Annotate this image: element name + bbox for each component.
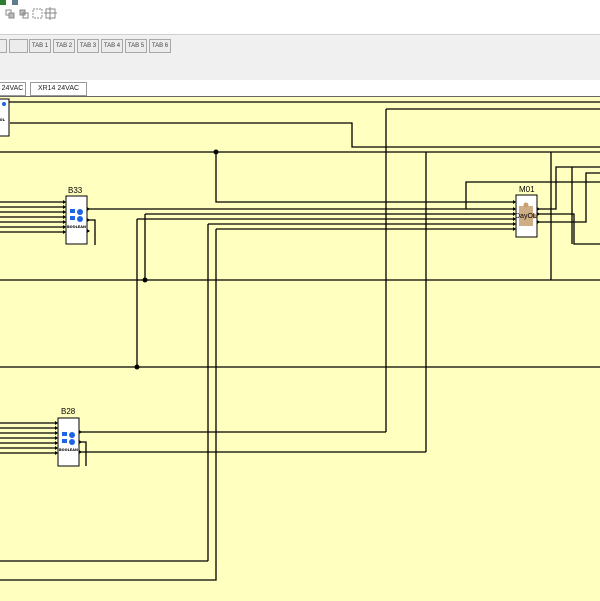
block-b28-inner: BOOLEAN — [59, 448, 78, 452]
device-tab-xr14[interactable]: XR14 24VAC — [30, 82, 87, 96]
block-b33[interactable]: B33 BOOLEAN — [65, 186, 90, 245]
wire — [0, 229, 217, 581]
svg-text:BOL: BOL — [0, 118, 6, 122]
top-toolbar — [0, 0, 600, 24]
puzzle-icon — [519, 202, 537, 226]
tab-partial-left[interactable] — [0, 39, 7, 53]
input-arrows — [55, 200, 66, 455]
junction-dot — [134, 364, 140, 370]
wire — [215, 152, 514, 203]
select-area-icon[interactable] — [32, 8, 43, 19]
boolean-icon — [70, 209, 83, 222]
wire — [10, 122, 600, 148]
device-tab-24vac[interactable]: 24VAC — [0, 82, 26, 96]
wire — [81, 441, 87, 466]
block-partial-top-left[interactable]: BOL — [0, 98, 10, 137]
block-m01-inner: DayOL — [515, 213, 537, 220]
tab-partial[interactable] — [9, 39, 28, 53]
tab-5[interactable]: TAB 5 — [125, 39, 147, 53]
block-b28-label: B28 — [61, 407, 76, 416]
tab-bar: TAB 1 TAB 2 TAB 3 TAB 4 TAB 5 TAB 6 — [0, 34, 600, 81]
wire — [89, 219, 96, 245]
wiring-diagram[interactable]: BOL B33 BOOLEAN B28 — [0, 97, 600, 601]
tab-6[interactable]: TAB 6 — [149, 39, 171, 53]
save-icon[interactable] — [12, 0, 18, 5]
wire — [465, 181, 600, 209]
junction-dot — [142, 277, 148, 283]
junctions — [134, 149, 219, 370]
block-m01[interactable]: M01 DayOL — [513, 185, 540, 238]
wire — [537, 213, 600, 245]
toolbar-icons — [0, 0, 57, 20]
tab-3[interactable]: TAB 3 — [77, 39, 99, 53]
block-b33-label: B33 — [68, 186, 83, 195]
tab-4[interactable]: TAB 4 — [101, 39, 123, 53]
wires — [0, 101, 600, 581]
group-icon[interactable] — [5, 9, 15, 19]
chart-icon[interactable] — [0, 0, 6, 5]
boolean-icon — [62, 432, 75, 445]
block-b33-inner: BOOLEAN — [67, 225, 86, 229]
wire — [537, 172, 600, 223]
block-m01-label: M01 — [519, 185, 535, 194]
block-b28[interactable]: B28 BOOLEAN — [57, 407, 82, 467]
device-tab-bar: 24VAC XR14 24VAC — [0, 80, 600, 96]
junction-dot — [213, 149, 219, 155]
tab-2[interactable]: TAB 2 — [53, 39, 75, 53]
tab-1[interactable]: TAB 1 — [29, 39, 51, 53]
ungroup-icon[interactable] — [19, 9, 29, 19]
align-icon[interactable] — [44, 7, 57, 20]
wire — [537, 166, 600, 210]
wiring-canvas[interactable]: BOL B33 BOOLEAN B28 — [0, 96, 600, 601]
